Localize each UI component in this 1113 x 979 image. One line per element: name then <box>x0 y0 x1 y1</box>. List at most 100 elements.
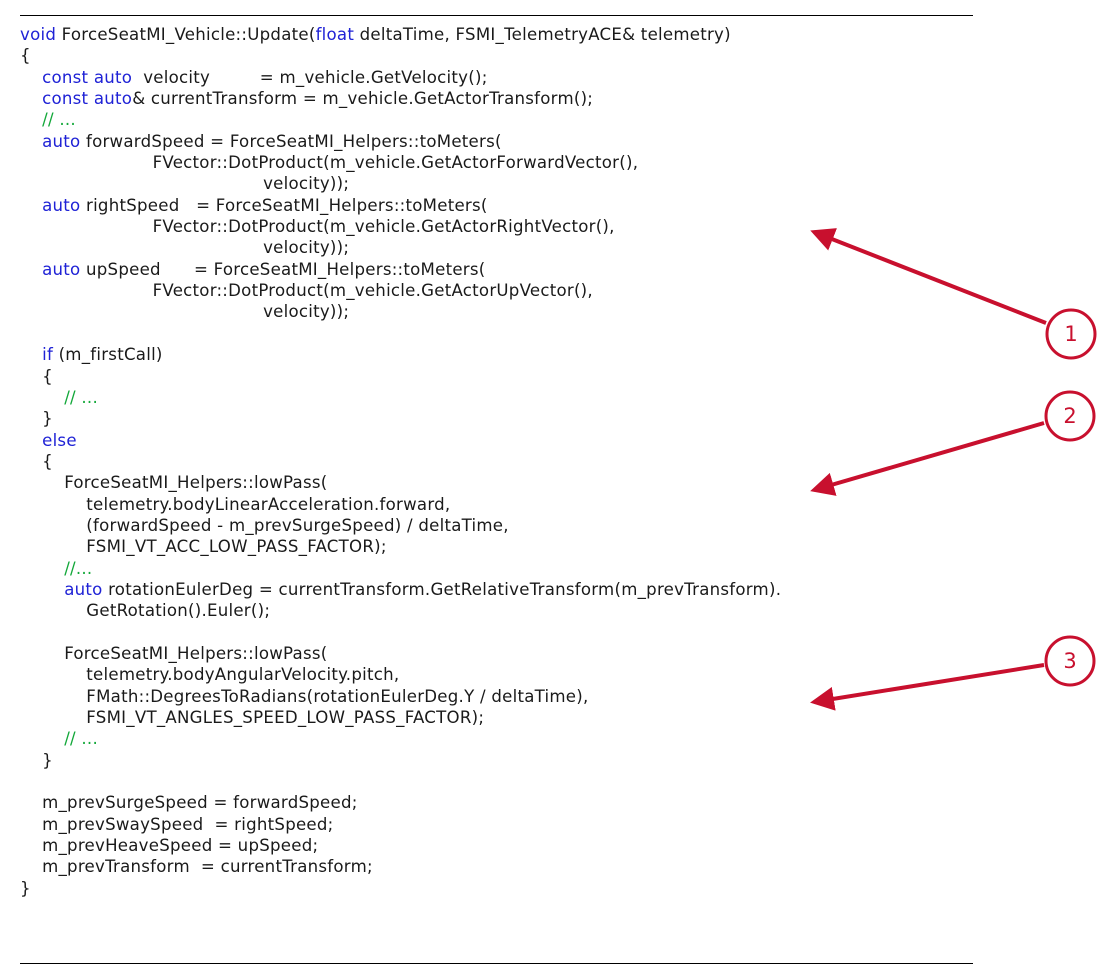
code-line: const auto velocity = m_vehicle.GetVeloc… <box>20 67 781 88</box>
annotation-3-badge <box>1044 635 1096 687</box>
code-line: FMath::DegreesToRadians(rotationEulerDeg… <box>20 686 781 707</box>
code-line: ForceSeatMI_Helpers::lowPass( <box>20 472 781 493</box>
code-token: } <box>20 409 53 429</box>
code-line: auto rightSpeed = ForceSeatMI_Helpers::t… <box>20 195 781 216</box>
code-comment: //... <box>64 558 93 578</box>
code-keyword: auto <box>42 131 81 151</box>
code-token: m_prevSurgeSpeed = forwardSpeed; <box>20 793 358 813</box>
code-line <box>20 323 781 344</box>
code-line: (forwardSpeed - m_prevSurgeSpeed) / delt… <box>20 515 781 536</box>
code-token: { <box>20 366 53 386</box>
code-token: (m_firstCall) <box>53 345 163 365</box>
code-keyword: auto <box>42 195 81 215</box>
annotation-2-label: 2 <box>1063 404 1076 428</box>
code-token: } <box>20 878 31 898</box>
code-line: { <box>20 45 781 66</box>
code-line: FSMI_VT_ACC_LOW_PASS_FACTOR); <box>20 536 781 557</box>
code-line: auto upSpeed = ForceSeatMI_Helpers::toMe… <box>20 259 781 280</box>
annotation-3: 3 <box>810 635 1096 711</box>
code-token <box>20 345 42 364</box>
code-token <box>20 580 64 599</box>
code-keyword: const auto <box>42 89 133 109</box>
annotation-1: 1 <box>810 228 1097 360</box>
code-token: GetRotation().Euler(); <box>20 601 271 621</box>
code-line: // ... <box>20 728 781 749</box>
code-token: { <box>20 451 53 471</box>
code-line: } <box>20 408 781 429</box>
code-token: m_prevTransform = currentTransform; <box>20 857 373 877</box>
code-keyword: auto <box>42 259 81 279</box>
code-keyword: const auto <box>42 67 133 87</box>
code-line <box>20 771 781 792</box>
code-comment: // ... <box>64 387 98 407</box>
code-line: velocity)); <box>20 301 781 322</box>
code-line: void ForceSeatMI_Vehicle::Update(float d… <box>20 24 781 45</box>
code-line: // ... <box>20 387 781 408</box>
code-line: ForceSeatMI_Helpers::lowPass( <box>20 643 781 664</box>
annotation-2-badge <box>1044 390 1096 442</box>
code-token: rightSpeed = ForceSeatMI_Helpers::toMete… <box>80 195 488 215</box>
code-listing: void ForceSeatMI_Vehicle::Update(float d… <box>20 24 781 899</box>
code-comment: // ... <box>42 110 76 130</box>
code-keyword: auto <box>64 579 103 599</box>
code-token <box>20 559 64 578</box>
code-token: FSMI_VT_ANGLES_SPEED_LOW_PASS_FACTOR); <box>20 708 485 727</box>
code-keyword: float <box>315 25 355 44</box>
code-line: m_prevSwaySpeed = rightSpeed; <box>20 814 781 835</box>
code-line: //... <box>20 558 781 579</box>
code-line: // ... <box>20 109 781 130</box>
annotation-2: 2 <box>810 390 1096 496</box>
code-line: { <box>20 451 781 472</box>
code-token: rotationEulerDeg = currentTransform.GetR… <box>102 579 782 599</box>
code-token: (forwardSpeed - m_prevSurgeSpeed) / delt… <box>20 515 509 535</box>
code-token: velocity)); <box>20 238 350 258</box>
annotation-1-label: 1 <box>1064 322 1077 346</box>
code-token: m_prevHeaveSpeed = upSpeed; <box>20 836 319 856</box>
code-token <box>20 196 42 215</box>
code-token <box>20 260 42 279</box>
code-token: FVector::DotProduct(m_vehicle.GetActorRi… <box>20 217 615 237</box>
code-token: FVector::DotProduct(m_vehicle.GetActorUp… <box>20 281 593 301</box>
code-line: { <box>20 366 781 387</box>
annotation-2-arrow <box>810 421 1045 496</box>
annotation-3-label: 3 <box>1063 649 1076 673</box>
code-token <box>20 388 64 407</box>
code-line: GetRotation().Euler(); <box>20 600 781 621</box>
annotation-3-arrow <box>810 663 1045 711</box>
code-line: FVector::DotProduct(m_vehicle.GetActorFo… <box>20 152 781 173</box>
code-line: m_prevHeaveSpeed = upSpeed; <box>20 835 781 856</box>
code-token: FVector::DotProduct(m_vehicle.GetActorFo… <box>20 153 639 173</box>
code-token: FMath::DegreesToRadians(rotationEulerDeg… <box>20 686 589 706</box>
code-token <box>20 68 42 87</box>
code-line: m_prevSurgeSpeed = forwardSpeed; <box>20 792 781 813</box>
code-line: FVector::DotProduct(m_vehicle.GetActorUp… <box>20 280 781 301</box>
code-token: velocity)); <box>20 174 350 194</box>
bottom-rule <box>20 963 973 964</box>
code-line: const auto& currentTransform = m_vehicle… <box>20 88 781 109</box>
code-line: auto rotationEulerDeg = currentTransform… <box>20 579 781 600</box>
code-line: if (m_firstCall) <box>20 344 781 365</box>
code-line: auto forwardSpeed = ForceSeatMI_Helpers:… <box>20 131 781 152</box>
code-token: & currentTransform = m_vehicle.GetActorT… <box>132 89 594 109</box>
code-line: telemetry.bodyAngularVelocity.pitch, <box>20 664 781 685</box>
code-token: forwardSpeed = ForceSeatMI_Helpers::toMe… <box>80 131 502 151</box>
code-keyword: void <box>20 25 57 44</box>
code-token: { <box>20 46 31 66</box>
code-token: m_prevSwaySpeed = rightSpeed; <box>20 814 334 834</box>
code-line: } <box>20 878 781 899</box>
annotation-1-arrow <box>810 228 1047 325</box>
code-token: telemetry.bodyLinearAcceleration.forward… <box>20 494 451 514</box>
code-keyword: if <box>42 345 54 365</box>
annotation-1-badge <box>1045 308 1097 360</box>
code-line: m_prevTransform = currentTransform; <box>20 856 781 877</box>
code-line: FSMI_VT_ANGLES_SPEED_LOW_PASS_FACTOR); <box>20 707 781 728</box>
code-keyword: else <box>42 430 77 450</box>
code-line: else <box>20 430 781 451</box>
code-line: } <box>20 750 781 771</box>
code-token <box>20 729 64 748</box>
code-token: telemetry.bodyAngularVelocity.pitch, <box>20 665 400 685</box>
code-token: } <box>20 750 53 770</box>
code-token: FSMI_VT_ACC_LOW_PASS_FACTOR); <box>20 537 387 557</box>
code-token: velocity = m_vehicle.GetVelocity(); <box>132 67 488 87</box>
code-token: deltaTime, FSMI_TelemetryACE& telemetry) <box>354 25 731 44</box>
